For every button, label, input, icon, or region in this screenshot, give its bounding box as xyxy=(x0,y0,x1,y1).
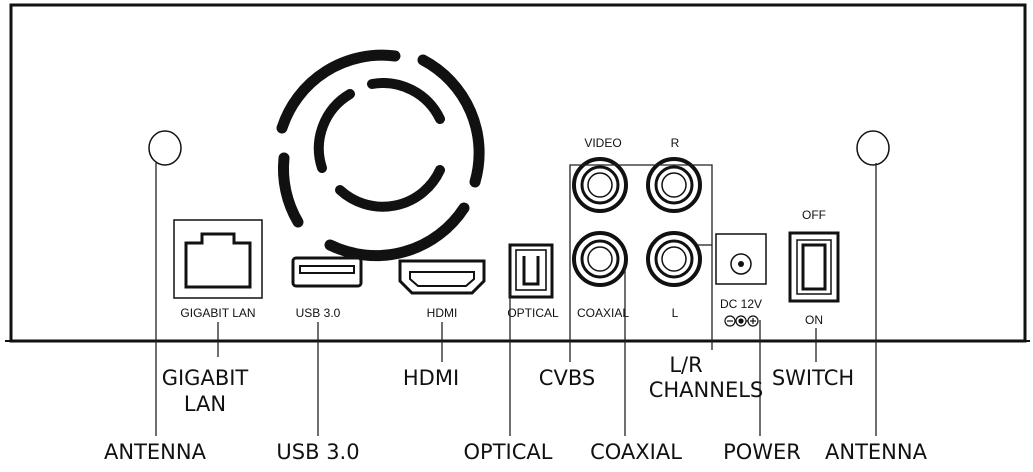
hdmi-port xyxy=(398,259,486,295)
rca-r-jack xyxy=(646,157,702,213)
rca-coaxial-jack xyxy=(572,231,628,287)
label-gigabit-lan: GIGABIT LAN xyxy=(180,306,255,320)
callout-gigabit-lan-line2: LAN xyxy=(184,392,226,416)
callout-lr-line2: CHANNELS xyxy=(649,378,764,402)
dc-power-jack xyxy=(715,233,767,285)
rca-video-jack xyxy=(572,157,628,213)
leader-cvbs xyxy=(569,164,713,362)
usb-port xyxy=(291,256,363,288)
callout-hdmi: HDMI xyxy=(403,366,459,390)
callout-cvbs: CVBS xyxy=(539,366,595,390)
callout-lr-line1: L/R xyxy=(669,353,702,377)
callout-power: POWER xyxy=(723,440,801,464)
label-video: VIDEO xyxy=(584,136,621,150)
label-off: OFF xyxy=(802,208,826,222)
callout-usb: USB 3.0 xyxy=(276,440,359,464)
callout-gigabit-lan-line1: GIGABIT xyxy=(162,366,249,390)
callout-coaxial: COAXIAL xyxy=(590,440,682,464)
fan-vent xyxy=(276,49,485,262)
antenna-right-port xyxy=(856,130,890,166)
power-switch xyxy=(788,231,840,303)
leader-lines xyxy=(155,163,877,436)
callout-antenna-right: ANTENNA xyxy=(825,440,928,464)
label-r: R xyxy=(671,136,680,150)
optical-port xyxy=(508,243,554,299)
antenna-left-port xyxy=(148,130,182,166)
label-coaxial: COAXIAL xyxy=(577,306,629,320)
label-on: ON xyxy=(805,313,823,327)
label-hdmi: HDMI xyxy=(427,306,458,320)
callout-optical: OPTICAL xyxy=(464,440,553,464)
label-l: L xyxy=(672,306,679,320)
label-dc: DC 12V xyxy=(720,297,762,311)
callout-switch: SWITCH xyxy=(772,366,854,390)
gigabit-lan-port xyxy=(173,219,263,299)
label-optical: OPTICAL xyxy=(507,306,559,320)
rca-l-jack xyxy=(646,231,702,287)
label-usb: USB 3.0 xyxy=(296,306,341,320)
polarity-icon xyxy=(724,315,759,327)
callout-antenna-left: ANTENNA xyxy=(104,440,207,464)
